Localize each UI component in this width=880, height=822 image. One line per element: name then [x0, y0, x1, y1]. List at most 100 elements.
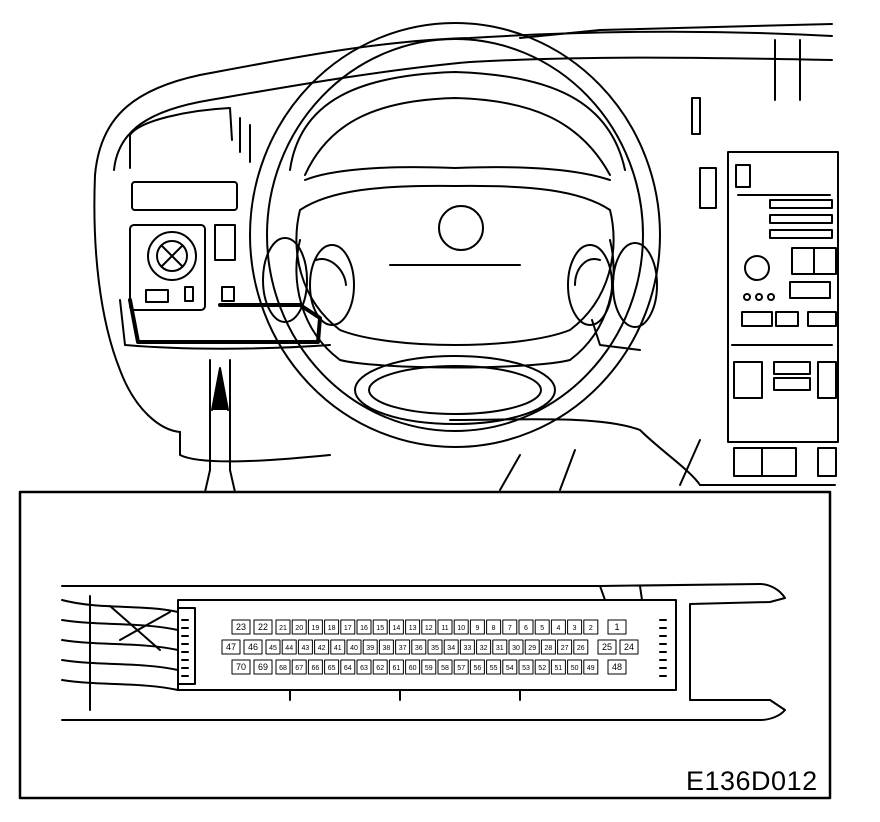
connector-pin: [607, 659, 627, 675]
connector-pin-label: 18: [328, 625, 336, 632]
connector-pin-label: 14: [393, 625, 401, 632]
connector-pin: [550, 659, 566, 675]
connector-pin-label: 43: [302, 645, 310, 652]
connector-pin: [291, 619, 307, 635]
connector-pin: [378, 639, 394, 655]
connector-pin: [275, 659, 291, 675]
connector-pin: [453, 659, 469, 675]
connector-pin-label: 2: [589, 625, 593, 632]
connector-pin-label: 8: [492, 625, 496, 632]
connector-pin-label: 48: [612, 662, 622, 672]
connector-pin: [619, 639, 639, 655]
connector-pin: [221, 639, 241, 655]
connector-pin: [469, 619, 485, 635]
connector-pin-label: 24: [624, 642, 634, 652]
connector-pin-label: 9: [475, 625, 479, 632]
connector-pin: [231, 619, 251, 635]
connector-pin-label: 6: [524, 625, 528, 632]
connector-pin: [395, 639, 411, 655]
connector-pin-label: 13: [409, 625, 417, 632]
connector-pin-label: 23: [236, 622, 246, 632]
connector-pin-label: 36: [415, 645, 423, 652]
connector-pin-label: 33: [464, 645, 472, 652]
connector-pin-label: 20: [295, 625, 303, 632]
instrument-panel: [129, 107, 251, 311]
connector-pin-label: 4: [556, 625, 560, 632]
connector-pin: [314, 639, 330, 655]
connector-pin-label: 61: [393, 665, 401, 672]
connector-pin: [421, 659, 437, 675]
connector-pin-label: 42: [318, 645, 326, 652]
connector-pin: [567, 659, 583, 675]
connector-pin-label: 45: [269, 645, 277, 652]
connector-pin-label: 59: [425, 665, 433, 672]
connector-pin-label: 32: [480, 645, 488, 652]
connector-pin: [459, 639, 475, 655]
connector-pin: [231, 659, 251, 675]
connector-pin: [307, 619, 323, 635]
connector-pin-label: 52: [538, 665, 546, 672]
connector-pin-label: 41: [334, 645, 342, 652]
connector-pin-label: 30: [512, 645, 520, 652]
connector-pin: [275, 619, 291, 635]
connector-pin: [411, 639, 427, 655]
connector-pin: [421, 619, 437, 635]
connector-pin: [356, 659, 372, 675]
connector-pin-label: 15: [376, 625, 384, 632]
connector-pin: [607, 619, 627, 635]
connector-pin: [534, 619, 550, 635]
connector-pin: [362, 639, 378, 655]
connector-pin: [508, 639, 524, 655]
connector-pin-label: 16: [360, 625, 368, 632]
connector-pin: [437, 619, 453, 635]
connector-pin-label: 70: [236, 662, 246, 672]
connector-pin-label: 10: [457, 625, 465, 632]
connector-pin-label: 28: [545, 645, 553, 652]
connector-pin-label: 66: [312, 665, 320, 672]
connector-pin: [340, 619, 356, 635]
connector-pin: [405, 659, 421, 675]
connector-pin: [534, 659, 550, 675]
connector-pin-label: 34: [447, 645, 455, 652]
connector-pin-label: 50: [571, 665, 579, 672]
connector-pin-label: 49: [587, 665, 595, 672]
connector-pin: [372, 659, 388, 675]
connector-location-outline: [128, 298, 322, 344]
connector-pin: [324, 659, 340, 675]
connector-pin-label: 44: [285, 645, 293, 652]
connector-pin: [567, 619, 583, 635]
connector-pin-label: 51: [555, 665, 563, 672]
connector-pin-label: 62: [376, 665, 384, 672]
connector-pin: [405, 619, 421, 635]
connector-pin-label: 38: [383, 645, 391, 652]
connector-pin: [524, 639, 540, 655]
connector-pin: [281, 639, 297, 655]
connector-pin: [372, 619, 388, 635]
connector-pin: [518, 619, 534, 635]
connector-pin-label: 67: [295, 665, 303, 672]
connector-pin-label: 31: [496, 645, 504, 652]
connector-pin-label: 25: [602, 642, 612, 652]
connector-pin: [583, 619, 599, 635]
figure-code: E136D012: [686, 766, 818, 796]
connector-pin-label: 11: [441, 625, 448, 632]
pointer-arrow: [204, 359, 236, 493]
connector-pin: [297, 639, 313, 655]
connector-pin: [550, 619, 566, 635]
connector-pin: [356, 619, 372, 635]
connector-pin-label: 57: [457, 665, 465, 672]
connector-pin: [469, 659, 485, 675]
connector-pin-label: 46: [248, 642, 258, 652]
connector-pin: [540, 639, 556, 655]
connector-pin: [253, 659, 273, 675]
connector-pin: [388, 659, 404, 675]
connector-pin-label: 17: [344, 625, 352, 632]
connector-pin-label: 39: [366, 645, 374, 652]
connector-pin: [502, 659, 518, 675]
connector-pin-label: 60: [409, 665, 417, 672]
connector-pin-label: 26: [577, 645, 585, 652]
connector-pin-label: 56: [474, 665, 482, 672]
connector-pin-label: 69: [258, 662, 268, 672]
connector-pin: [573, 639, 589, 655]
